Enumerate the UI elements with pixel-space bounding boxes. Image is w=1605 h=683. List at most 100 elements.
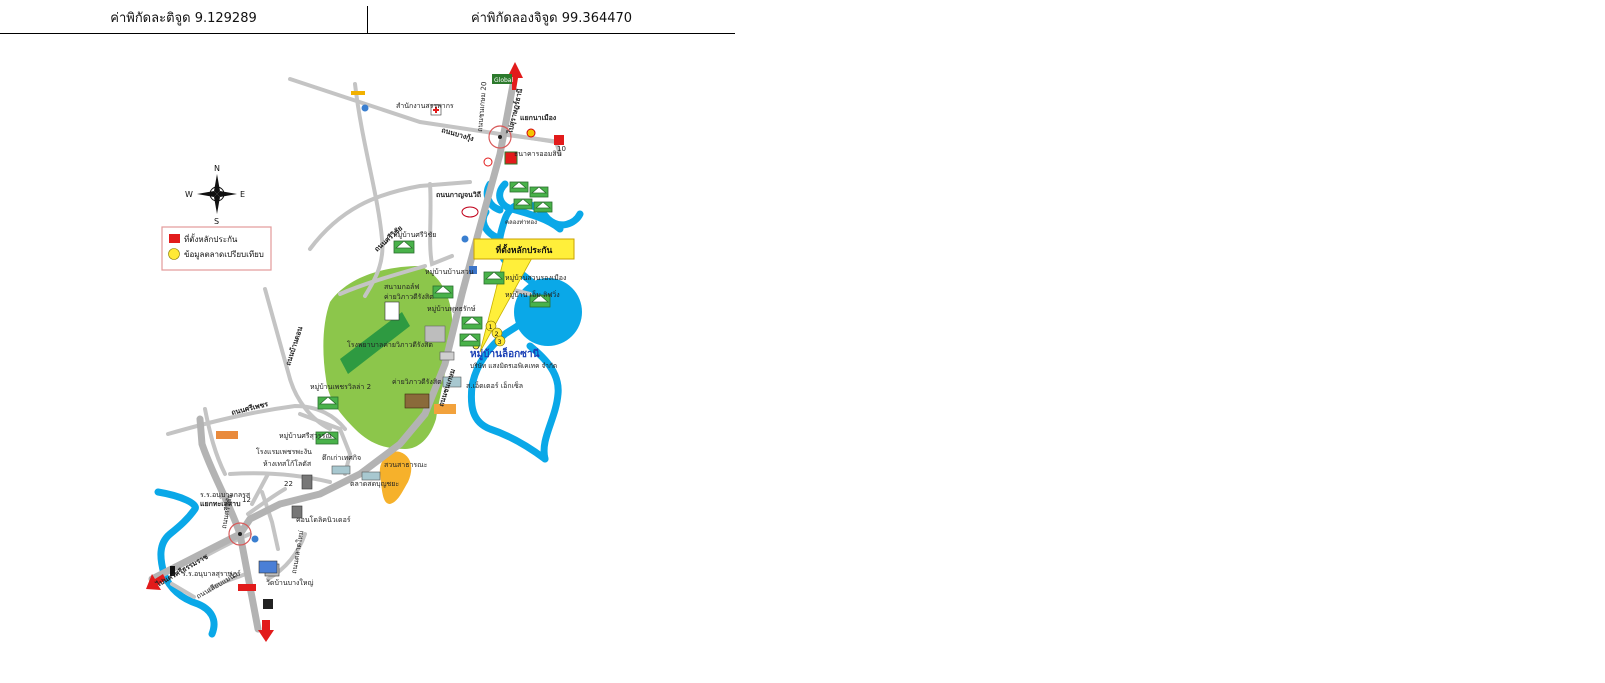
building-icon	[424, 325, 446, 343]
label-school2: ร.ร.อนุบาลสุราษฎร์	[182, 570, 241, 578]
label-road-marker20: ถนนชนเกษม 20	[476, 81, 488, 132]
label-uphill: ธนาคารออมสิน	[514, 150, 562, 158]
building-icon	[291, 505, 303, 519]
junction-dot	[498, 135, 502, 139]
legend-collateral-label: ที่ตั้งหลักประกัน	[184, 233, 238, 244]
arrow-south-icon	[258, 620, 274, 642]
ptt-icon	[361, 104, 369, 112]
label-road-juliang: ถนนกาญจนวิถี	[436, 191, 481, 199]
label-village-right: หมู่บ้านสวนรองเมือง	[505, 274, 566, 282]
location-map: N S E W ที่ตั้งหลักประกัน ข้อมูลตลาดเปรี…	[0, 34, 735, 674]
label-road-n12: 12	[242, 496, 251, 504]
arrow-southwest-icon	[146, 574, 166, 590]
golf-icon	[384, 301, 400, 321]
park-area	[379, 451, 412, 504]
label-road-n10: 10	[557, 145, 566, 153]
label-river-name: คลองท่าทอง	[505, 219, 537, 226]
legend-collateral-swatch	[169, 234, 180, 243]
shell-icon	[526, 128, 536, 138]
shop-icon	[170, 566, 175, 576]
longitude-label: ค่าพิกัดลองจิจูด 99.364470	[470, 11, 633, 26]
ptt-icon	[461, 235, 469, 243]
label-village-sri: หมู่บ้านศรีสุวรรณ	[279, 432, 332, 440]
label-junction2: แยกทะเลสาบ	[200, 500, 241, 508]
house-icon	[459, 333, 481, 347]
label-condo: คอนโดลิคนิวเดอร์	[296, 515, 351, 524]
compass-w: W	[185, 190, 193, 199]
label-hotel: โรงแรมเพชรพะงัน	[256, 447, 312, 456]
compass-s: S	[214, 217, 219, 226]
market-marker-1	[485, 320, 497, 332]
shop-icon	[263, 599, 273, 609]
label-village-baansuan: หมู่บ้านบ้านสวน	[425, 268, 474, 276]
coordinates-divider	[367, 6, 369, 33]
junction-circle	[228, 522, 252, 546]
shop-icon	[238, 584, 256, 591]
shop-icon	[469, 266, 477, 274]
label-hospital: โรงพยาบาลค่ายวิภาวดีรังสิต	[347, 340, 433, 349]
label-village-river: หมู่บ้าน เอ็ม ลิฟวิ่ง	[505, 290, 560, 299]
label-junction: แยกนาเมือง	[520, 114, 557, 122]
label-subject-village: หมู่บ้านล็อกซานี	[470, 346, 540, 361]
label-subject-company: บริษัท แสงมิตรเอพิเคเทค จำกัด	[470, 362, 557, 370]
building-icon	[301, 474, 313, 490]
building-icon	[361, 471, 381, 481]
label-global: Global	[494, 77, 513, 84]
house-icon	[393, 240, 415, 254]
building-icon	[442, 376, 462, 388]
village-icons	[315, 181, 553, 445]
map-canvas: N S E W ที่ตั้งหลักประกัน ข้อมูลตลาดเปรี…	[146, 62, 584, 642]
arrow-north-icon	[507, 62, 523, 90]
legend: ที่ตั้งหลักประกัน ข้อมูลตลาดเปรียบเทียบ	[161, 226, 272, 271]
toyota-icon	[461, 206, 479, 218]
house-icon	[461, 316, 483, 330]
lake	[514, 278, 582, 346]
house-icon	[317, 396, 339, 410]
label-government: สำนักงานสรรพากร	[396, 102, 454, 110]
legend-market-label: ข้อมูลตลาดเปรียบเทียบ	[184, 250, 264, 260]
coordinates-bar: ค่าพิกัดละติจูด 9.129289 ค่าพิกัดลองจิจู…	[0, 0, 735, 34]
house-icon	[483, 271, 505, 285]
shop-icon	[216, 431, 238, 439]
market-marker-3-label: 3	[498, 338, 502, 346]
traffic-icon	[483, 157, 493, 167]
label-road-n22: 22	[284, 480, 293, 488]
house-icon	[529, 186, 549, 198]
golf-course-area	[340, 312, 410, 374]
building-icon	[439, 351, 455, 361]
junction-dot	[238, 532, 242, 536]
label-temple: วัดบ้านบางใหญ่	[266, 578, 313, 587]
market-marker-1-label: 1	[489, 323, 493, 331]
label-road-ban: ถนนบ้านดอน	[283, 325, 304, 367]
label-army-camp: ค่ายวิภาวดีรังสิต	[392, 378, 442, 386]
market-marker-3	[494, 335, 506, 347]
army-tank-icon	[404, 393, 430, 409]
label-park: สวนสาธารณะ	[384, 461, 428, 469]
compass-e: E	[240, 190, 245, 199]
shop-icon	[504, 151, 518, 165]
label-golf2: ค่ายวิภาวดีรังสิต	[384, 293, 434, 301]
label-tesco: ห้างเทสโก้โลตัส	[263, 459, 312, 468]
market-marker-2-label: 2	[495, 330, 499, 338]
house-icon	[529, 294, 551, 308]
latitude-label: ค่าพิกัดละติจูด 9.129289	[110, 11, 257, 26]
building-icon	[331, 465, 351, 475]
callout-label: ที่ตั้งหลักประกัน	[496, 243, 553, 256]
label-golf: สนามกอล์ฟ	[384, 283, 419, 291]
label-market: ตลาดสดบุญชยะ	[350, 480, 399, 488]
house-icon	[533, 201, 553, 213]
junction-circle	[488, 125, 512, 149]
shop-icon	[434, 404, 456, 414]
shop-icon	[351, 91, 365, 95]
house-icon	[513, 198, 533, 210]
house-icon	[315, 431, 339, 445]
ptt-icon	[251, 535, 259, 543]
global-house-logo	[492, 74, 512, 84]
temple-icon	[258, 560, 278, 574]
compass-n: N	[214, 164, 220, 173]
legend-market-swatch	[168, 248, 180, 260]
building-icons	[170, 74, 564, 609]
label-big-c: ตึกเก่าเทศกิจ	[322, 453, 361, 462]
label-village-pet: หมู่บ้านเพชรวิลล่า 2	[310, 383, 371, 391]
label-road-vertical: ถนนตลาดใหม่	[289, 530, 305, 575]
